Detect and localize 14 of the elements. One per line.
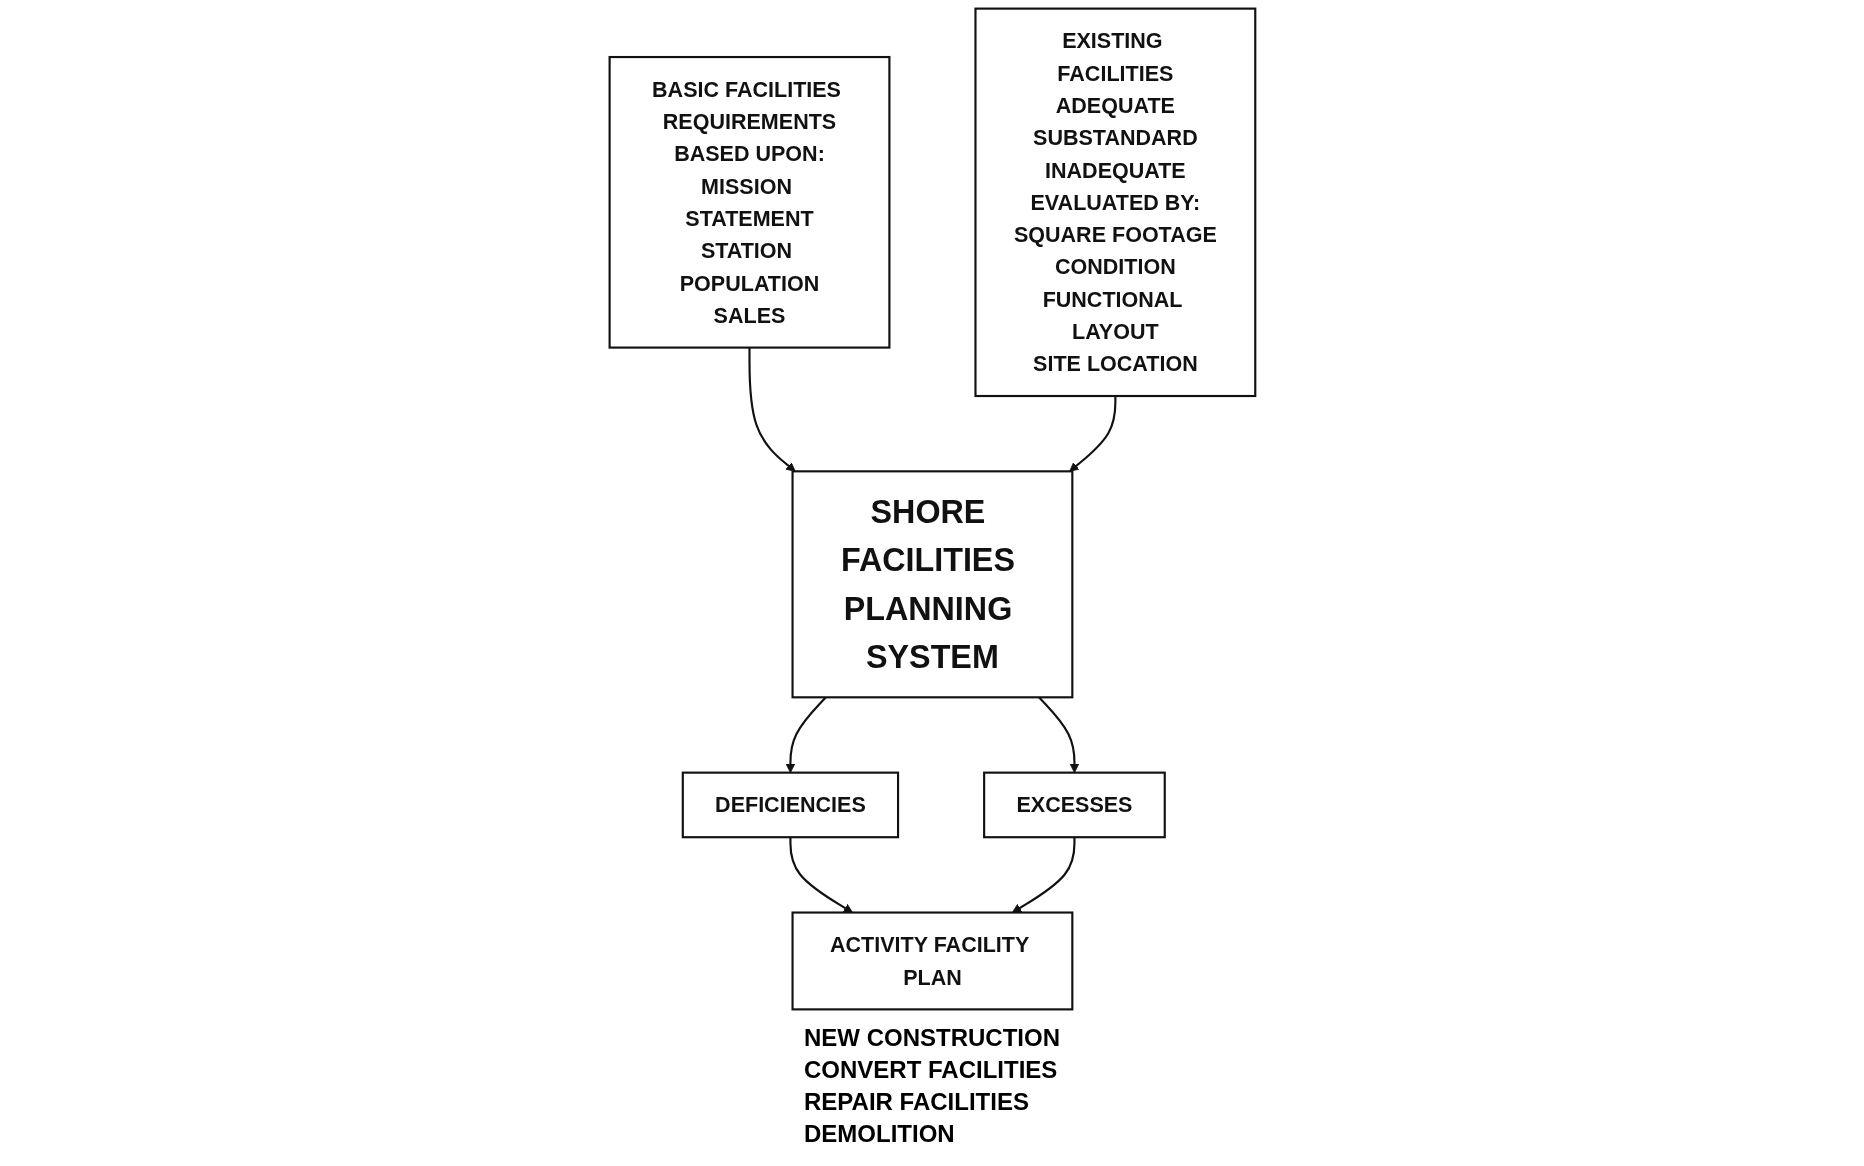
node-box: DEFICIENCIES xyxy=(681,771,899,839)
plan-item-text: CONVERT FACILITIES xyxy=(804,1055,1058,1085)
node-box: SHORE FACILITIES PLANNING SYSTEM xyxy=(791,470,1073,699)
plan-item-text: NEW CONSTRUCTION xyxy=(804,1023,1060,1053)
node-box: EXCESSES xyxy=(982,771,1166,839)
node-box: ACTIVITY FACILITY PLAN xyxy=(791,911,1073,1011)
arrow xyxy=(1011,837,1076,913)
node-box: EXISTING FACILITIES ADEQUATE SUBSTANDARD INADEQUATE EVALUATED BY: SQUARE FOOTAGE CONDITION FUNCTIONAL LAYOUT SITE LOCATION xyxy=(973,7,1256,398)
arrow xyxy=(748,347,796,472)
plan-item-text: REPAIR FACILITIES xyxy=(804,1087,1029,1117)
arrow xyxy=(788,837,853,913)
arrow xyxy=(1068,396,1116,472)
plan-item-text: DEMOLITION xyxy=(804,1119,955,1149)
node-box: BASIC FACILITIES REQUIREMENTS BASED UPON: MISSION STATEMENT STATION POPULATION SALES xyxy=(608,55,891,349)
